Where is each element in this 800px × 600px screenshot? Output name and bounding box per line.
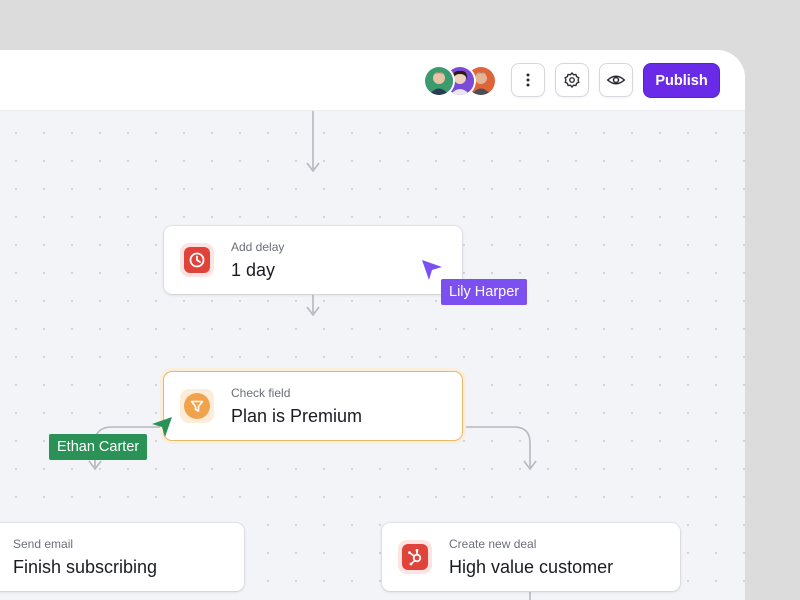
node-label: Add delay (231, 240, 285, 254)
node-label: Create new deal (449, 537, 537, 551)
cursor-pointer-icon (152, 417, 172, 437)
node-value: 1 day (231, 260, 276, 280)
settings-button[interactable] (555, 63, 589, 97)
create-deal-node[interactable]: Create new deal High value customer (382, 523, 680, 591)
publish-button[interactable]: Publish (643, 63, 720, 98)
collaborator-tag-ethan: Ethan Carter (49, 434, 148, 460)
node-value: Plan is Premium (231, 406, 363, 426)
node-value: High value customer (449, 557, 614, 577)
gear-icon (564, 72, 580, 88)
workflow-editor-window: Publish (0, 50, 745, 600)
filter-icon (180, 389, 214, 423)
node-value: Finish subscribing (13, 557, 158, 577)
more-options-button[interactable] (511, 63, 545, 97)
node-label: Send email (13, 537, 74, 551)
avatar[interactable] (423, 65, 455, 97)
top-toolbar: Publish (0, 50, 745, 111)
workflow-canvas[interactable]: Add delay 1 day Check field Plan is Prem… (0, 111, 745, 600)
hubspot-icon (398, 540, 432, 574)
check-field-node[interactable]: Check field Plan is Premium (164, 372, 462, 440)
more-vertical-icon (526, 73, 530, 87)
collaborator-tag-lily: Lily Harper (441, 279, 528, 305)
eye-icon (606, 75, 626, 85)
clock-icon (180, 243, 214, 277)
cursor-pointer-icon (422, 260, 442, 280)
add-delay-node[interactable]: Add delay 1 day (164, 226, 462, 294)
node-label: Check field (231, 386, 291, 400)
send-email-node[interactable]: Send email Finish subscribing (0, 523, 244, 591)
preview-button[interactable] (599, 63, 633, 97)
